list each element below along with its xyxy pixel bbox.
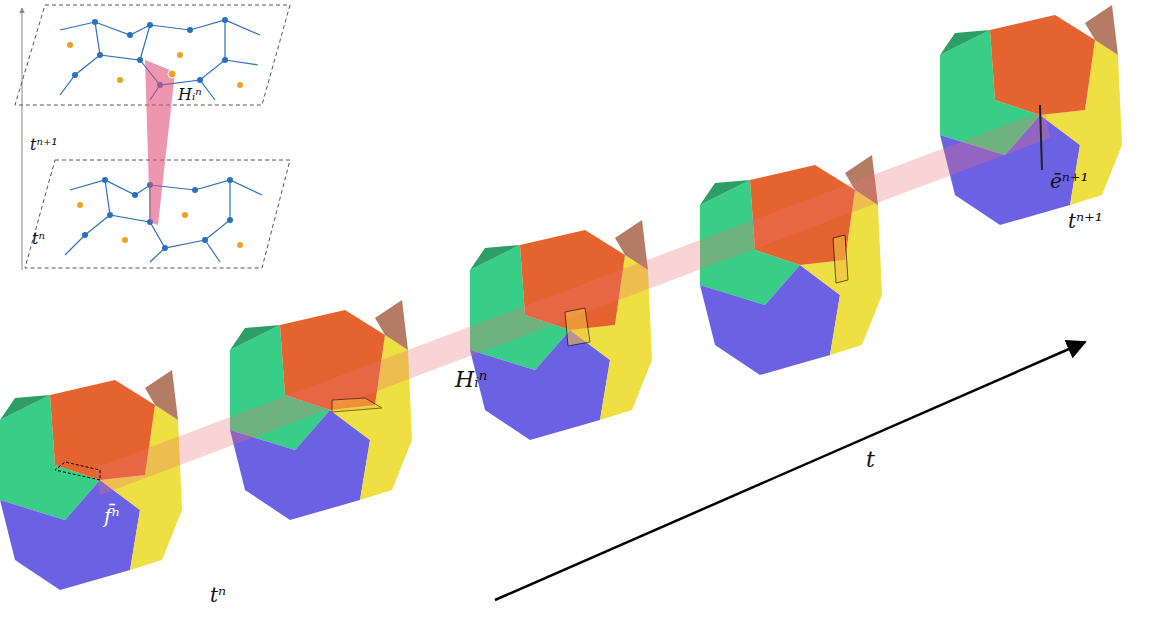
math-label: Hᵢⁿ xyxy=(455,368,488,392)
math-label: tⁿ xyxy=(32,230,45,248)
math-label: Hᵢⁿ xyxy=(178,86,202,104)
inset xyxy=(15,5,290,270)
math-label: f̄ⁿ xyxy=(104,505,120,527)
math-label: ēⁿ⁺¹ xyxy=(1050,170,1089,192)
math-label: t xyxy=(866,448,875,472)
math-label: tⁿ⁺¹ xyxy=(30,136,58,154)
math-label: tⁿ xyxy=(210,584,226,606)
math-label: tⁿ⁺¹ xyxy=(1068,210,1103,232)
